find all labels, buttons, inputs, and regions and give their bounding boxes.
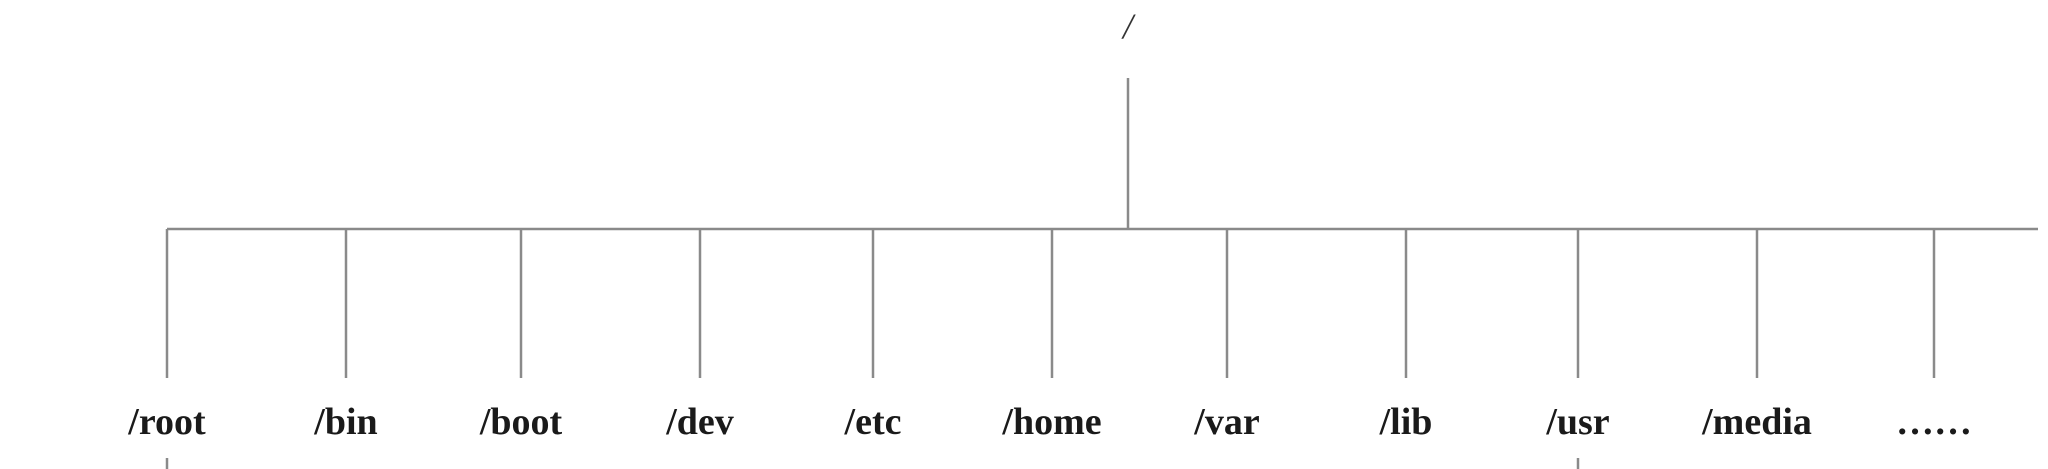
root-node-label: / <box>1121 6 1136 46</box>
directory-node-label: /lib <box>1379 401 1433 443</box>
directory-node-label: /home <box>1001 401 1101 443</box>
tree-edges <box>165 78 2038 469</box>
child-nodes: /root/bin/boot/dev/etc/home/var/lib/usr /… <box>127 401 1972 443</box>
directory-node-label: /boot <box>479 401 563 443</box>
directory-node-label: /dev <box>665 401 734 443</box>
directory-node-label: …… <box>1896 401 1972 443</box>
directory-node-label: /root <box>127 401 206 443</box>
directory-node-label: /media <box>1701 401 1812 443</box>
directory-node-label: /etc <box>844 401 902 443</box>
directory-node-label: /bin <box>313 401 377 443</box>
directory-node-label: /var <box>1193 401 1260 443</box>
directory-node-label: /usr <box>1545 401 1609 443</box>
